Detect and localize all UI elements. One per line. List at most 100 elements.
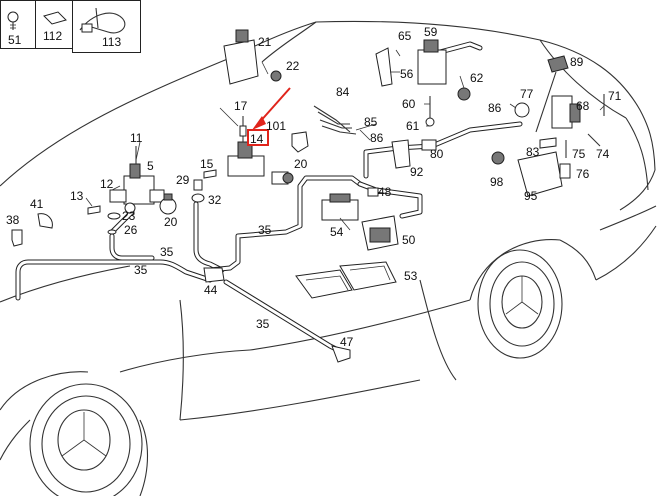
part-13-fitting[interactable]	[87, 205, 101, 215]
callout-56[interactable]: 56	[400, 67, 414, 81]
callout-44[interactable]: 44	[204, 283, 218, 297]
callout-86-right[interactable]: 86	[488, 101, 502, 115]
callout-20-left[interactable]: 20	[164, 215, 178, 229]
part-50-housing[interactable]	[361, 215, 399, 251]
callout-41[interactable]: 41	[30, 197, 44, 211]
callout-59[interactable]: 59	[424, 25, 438, 39]
callout-76[interactable]: 76	[576, 167, 590, 181]
part-48-fitting[interactable]	[367, 187, 379, 197]
callout-68[interactable]: 68	[576, 99, 590, 113]
part-59-vacuum-pump[interactable]	[417, 39, 447, 85]
pad-icon	[43, 11, 67, 25]
highlight-indicator	[247, 87, 291, 146]
legend-cell-112	[35, 0, 73, 49]
callout-12[interactable]: 12	[100, 177, 114, 191]
part-80-connector[interactable]	[421, 139, 437, 151]
part-62-screw[interactable]	[457, 87, 471, 101]
vacuum-line-network	[15, 41, 523, 353]
part-89-cap[interactable]	[535, 55, 569, 133]
callout-26[interactable]: 26	[124, 223, 138, 237]
callout-61[interactable]: 61	[406, 119, 420, 133]
part-15-check-valve[interactable]	[203, 169, 217, 179]
callout-92[interactable]: 92	[410, 165, 424, 179]
callout-89[interactable]: 89	[570, 55, 584, 69]
front-wheel	[477, 249, 563, 359]
part-95-bracket[interactable]	[517, 151, 563, 197]
part-20-valve-center[interactable]	[271, 171, 294, 185]
part-84-85-hose-bundle[interactable]	[313, 105, 357, 135]
part-54-valve-block[interactable]	[321, 193, 359, 221]
callout-11[interactable]: 11	[130, 131, 143, 145]
callout-85[interactable]: 85	[364, 115, 378, 129]
callout-23[interactable]: 23	[122, 209, 136, 223]
callout-95[interactable]: 95	[524, 189, 538, 203]
callout-21[interactable]: 21	[258, 35, 272, 49]
callout-50[interactable]: 50	[402, 233, 416, 247]
part-92-clip[interactable]	[391, 139, 411, 169]
part-101-sensor[interactable]	[291, 131, 309, 153]
part-98-screw[interactable]	[491, 151, 505, 165]
part-75-83-fittings[interactable]	[539, 137, 567, 158]
legend-label-113: 113	[102, 35, 121, 49]
callout-32[interactable]: 32	[208, 193, 222, 207]
callout-54[interactable]: 54	[330, 225, 344, 239]
callout-62[interactable]: 62	[470, 71, 484, 85]
part-47-t-piece[interactable]	[331, 345, 351, 363]
callout-38[interactable]: 38	[6, 213, 20, 227]
part-20-valve-left[interactable]	[159, 193, 177, 215]
callout-101[interactable]: 101	[266, 119, 286, 133]
callout-48[interactable]: 48	[378, 185, 392, 199]
callout-35-d[interactable]: 35	[256, 317, 270, 331]
callout-labels: 11 5 12 13 23 26 41 38 20 29 32 15 17 14…	[6, 25, 622, 349]
screw-icon	[7, 11, 19, 30]
callout-65[interactable]: 65	[398, 29, 412, 43]
callout-35-a[interactable]: 35	[258, 223, 272, 237]
callout-13[interactable]: 13	[70, 189, 84, 203]
callout-84[interactable]: 84	[336, 85, 350, 99]
callout-86-left[interactable]: 86	[370, 131, 384, 145]
callout-17[interactable]: 17	[234, 99, 248, 113]
part-53-vacuum-reservoir[interactable]	[295, 261, 397, 299]
callout-83[interactable]: 83	[526, 145, 540, 159]
callout-53[interactable]: 53	[404, 269, 418, 283]
leader-lines	[85, 49, 605, 231]
rear-wheel	[29, 383, 143, 496]
legend-cell-51	[0, 0, 36, 49]
callout-15[interactable]: 15	[200, 157, 214, 171]
part-65-bracket[interactable]	[375, 47, 393, 87]
callout-47[interactable]: 47	[340, 335, 354, 349]
part-21-actuator[interactable]	[223, 29, 259, 85]
callout-35-c[interactable]: 35	[134, 263, 148, 277]
part-60-61-bolt[interactable]	[425, 96, 435, 127]
part-76-connector[interactable]	[559, 163, 571, 179]
part-74-hose[interactable]	[587, 133, 601, 147]
callout-60[interactable]: 60	[402, 97, 416, 111]
part-41-clamp[interactable]	[37, 213, 53, 229]
callout-22[interactable]: 22	[286, 59, 300, 73]
callout-29[interactable]: 29	[176, 173, 190, 187]
callout-71[interactable]: 71	[608, 89, 622, 103]
part-68-actuator[interactable]	[551, 95, 581, 129]
callout-77[interactable]: 77	[520, 87, 534, 101]
callout-98[interactable]: 98	[490, 175, 504, 189]
legend-label-51: 51	[8, 33, 22, 47]
legend-label-112: 112	[43, 29, 62, 43]
callout-5[interactable]: 5	[147, 159, 154, 173]
part-77-grommet[interactable]	[514, 102, 530, 118]
callout-80[interactable]: 80	[430, 147, 444, 161]
car-body-outline	[0, 20, 657, 496]
callout-74[interactable]: 74	[596, 147, 610, 161]
callout-14[interactable]: 14	[250, 132, 264, 146]
part-23-26-washer[interactable]	[107, 212, 121, 235]
highlight-box	[247, 129, 269, 146]
callout-75[interactable]: 75	[572, 147, 586, 161]
callout-35-b[interactable]: 35	[160, 245, 174, 259]
callout-20-center[interactable]: 20	[294, 157, 308, 171]
part-38-clip[interactable]	[11, 229, 23, 247]
part-22-screw[interactable]	[270, 70, 282, 82]
part-44-distributor[interactable]	[203, 267, 225, 283]
legend: 51 112 113	[0, 0, 141, 53]
part-29-32-connector[interactable]	[191, 179, 205, 203]
cable-tie-icon	[79, 7, 126, 34]
